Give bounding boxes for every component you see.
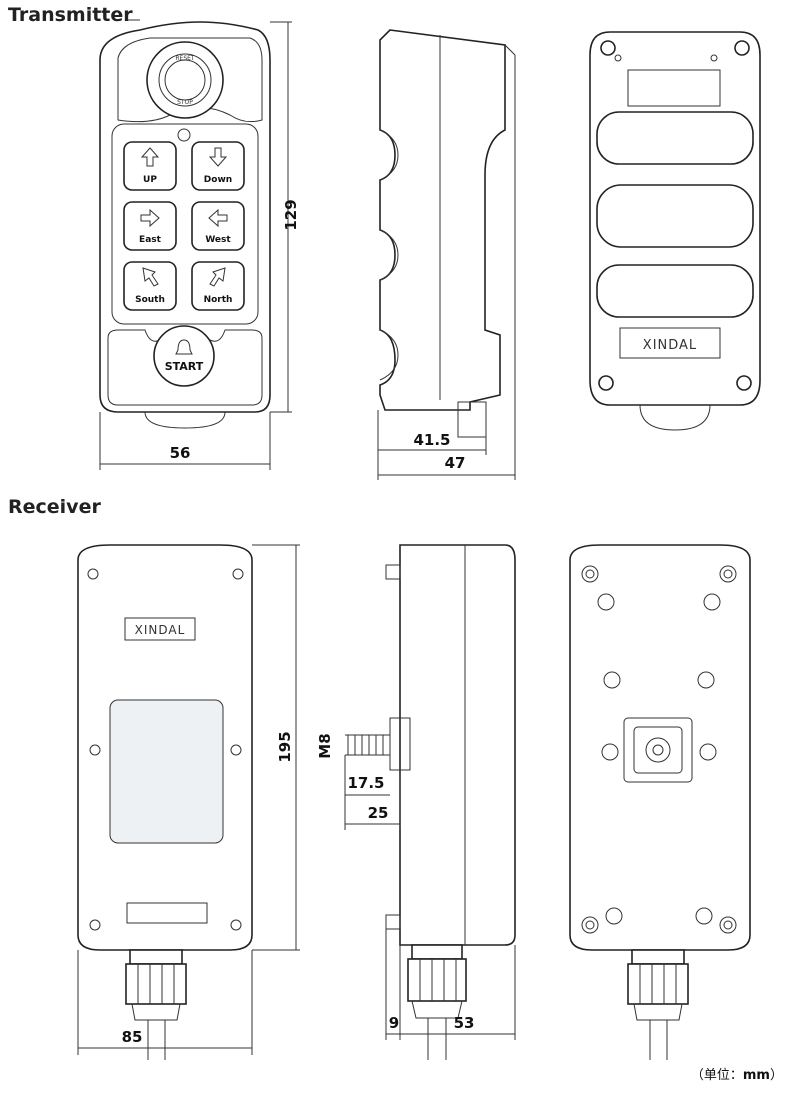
receiver-height-dim: 195	[276, 731, 294, 762]
unit-note: （单位：mm）	[691, 1064, 783, 1083]
receiver-back-view	[569, 544, 751, 1060]
transmitter-button-up[interactable]: UP	[123, 141, 177, 191]
label-slot	[126, 902, 208, 924]
mount-hole	[695, 907, 713, 925]
cable-gland	[411, 944, 463, 960]
mount-hole	[597, 593, 615, 611]
screw	[600, 40, 616, 56]
receiver-offset-dim: 9	[389, 1014, 399, 1032]
grip-rib	[596, 184, 754, 248]
button-label-south: South	[135, 295, 165, 305]
button-label-west: West	[205, 235, 231, 245]
receiver-side-view: M8 17.5 25 9 53	[316, 544, 516, 1060]
receiver-bolt-length-dim: 17.5	[347, 774, 384, 792]
mount-hole	[699, 743, 717, 761]
receiver-width-dim: 85	[122, 1028, 143, 1046]
cable-gland	[631, 949, 685, 965]
button-label-down: Down	[204, 175, 232, 185]
mount-hole	[697, 671, 715, 689]
screw	[89, 919, 101, 931]
emergency-stop-button[interactable]	[146, 41, 224, 119]
mount-hole	[605, 907, 623, 925]
mount-hole	[603, 671, 621, 689]
display-window	[109, 699, 224, 844]
grip-rib	[596, 264, 754, 318]
transmitter-button-east[interactable]: East	[123, 201, 177, 251]
transmitter-depth-inner-dim: 41.5	[413, 431, 450, 449]
screw	[598, 375, 614, 391]
transmitter-front-view: RESET STOP UP Down East West So	[99, 19, 300, 470]
transmitter-back-view: XINDAL	[589, 31, 761, 431]
receiver-depth-dim: 53	[454, 1014, 475, 1032]
start-button[interactable]	[153, 325, 215, 387]
screw	[87, 568, 99, 580]
transmitter-height-dim: 129	[282, 199, 300, 230]
screw	[89, 744, 101, 756]
stop-label-bottom: STOP	[177, 99, 193, 106]
receiver-thread-dim: M8	[316, 733, 334, 758]
transmitter-brand: XINDAL	[643, 338, 697, 353]
button-label-north: North	[204, 295, 233, 305]
receiver-title: Receiver	[8, 496, 101, 518]
unit-note-unit: mm	[742, 1068, 770, 1083]
grip-rib	[596, 111, 754, 165]
transmitter-side-view: 41.5 47	[377, 29, 516, 480]
transmitter-button-down[interactable]: Down	[191, 141, 245, 191]
button-label-east: East	[139, 235, 162, 245]
screw	[736, 375, 752, 391]
brand-plate	[619, 327, 721, 359]
cable-gland	[129, 949, 183, 965]
receiver-bolt-total-dim: 25	[368, 804, 389, 822]
transmitter-width-dim: 56	[170, 444, 191, 462]
receiver-front-view: XINDAL 195 85	[77, 544, 300, 1060]
indicator-led	[177, 128, 191, 142]
start-label: START	[165, 360, 204, 373]
transmitter-depth-dim: 47	[445, 454, 466, 472]
screw	[734, 40, 750, 56]
transmitter-button-west[interactable]: West	[191, 201, 245, 251]
label-window	[627, 69, 721, 107]
screw	[230, 744, 242, 756]
screw	[581, 565, 599, 583]
mount-hole	[601, 743, 619, 761]
connector-socket	[623, 717, 693, 783]
stop-label-top: RESET	[175, 55, 195, 62]
transmitter-title: Transmitter	[8, 4, 133, 26]
screw	[719, 565, 737, 583]
unit-note-prefix: （单位：	[690, 1068, 743, 1083]
screw	[232, 568, 244, 580]
mount-hole	[703, 593, 721, 611]
button-label-up: UP	[143, 175, 157, 185]
unit-note-suffix: ）	[769, 1068, 783, 1083]
screw	[230, 919, 242, 931]
screw	[581, 916, 599, 934]
transmitter-button-south[interactable]: South	[123, 261, 177, 311]
screw	[719, 916, 737, 934]
receiver-brand: XINDAL	[135, 623, 186, 637]
transmitter-button-north[interactable]: North	[191, 261, 245, 311]
